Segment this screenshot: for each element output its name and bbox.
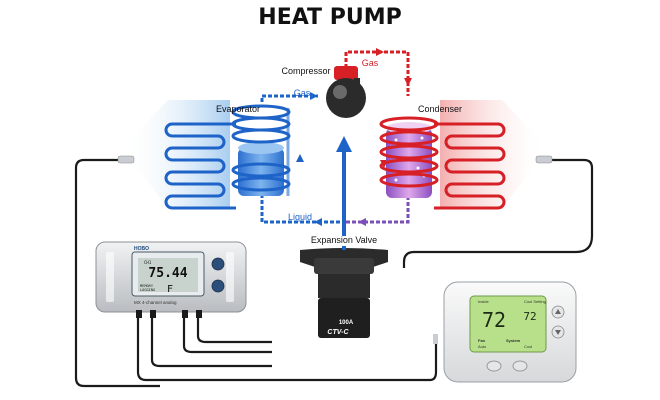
- condenser-unit: [379, 116, 439, 198]
- thermostat-inside-label: Inside: [478, 299, 489, 304]
- current-sensor-model: CTV-C: [327, 329, 349, 336]
- chevron-down-icon: [555, 330, 561, 335]
- thermostat-inside-temp: 72: [482, 308, 506, 332]
- condenser-label: Condenser: [418, 104, 462, 114]
- data-logger: CH1 75.44 F MEMORY LOGGING HOBO MX 4-cha…: [95, 241, 247, 318]
- compressor: [326, 66, 366, 118]
- hot-air-arrow: [440, 100, 548, 208]
- liquid-label: Liquid: [288, 212, 312, 222]
- evaporator-unit: [231, 104, 291, 196]
- thermostat-system-label: System: [506, 338, 521, 343]
- thermostat-fan-label: Fan: [478, 338, 486, 343]
- current-sensor: 100A CTV-C: [300, 246, 388, 338]
- logger-button-up[interactable]: [211, 257, 225, 271]
- logger-brand: HOBO: [134, 246, 149, 252]
- logger-model-text: MX 4-channel analog: [134, 300, 177, 305]
- gas-label-cold: Gas: [294, 88, 311, 98]
- thermostat-fan-button[interactable]: [486, 360, 502, 372]
- logger-button-down[interactable]: [211, 279, 225, 293]
- current-sensor-rating: 100A: [339, 320, 354, 326]
- evaporator-label: Evaporator: [216, 104, 260, 114]
- logger-logging-label: LOGGING: [140, 288, 155, 292]
- thermostat-set-temp: 72: [523, 310, 536, 323]
- right-temp-probe: [535, 155, 553, 164]
- diagram-title: HEAT PUMP: [258, 5, 401, 30]
- thermostat-system-button[interactable]: [512, 360, 528, 372]
- thermostat-fan-mode: Auto: [478, 344, 487, 349]
- thermostat-cool-label: Cool Setting: [524, 299, 546, 304]
- logger-display-unit: F: [167, 284, 173, 295]
- sensor-cables: [74, 158, 594, 388]
- expansion-valve-label: Expansion Valve: [311, 235, 377, 245]
- condenser-fin-coil: [434, 122, 506, 210]
- chevron-up-icon: [555, 309, 561, 314]
- cold-air-arrow: [122, 100, 230, 208]
- thermostat-system-mode: Cool: [524, 344, 532, 349]
- expansion-valve-arrow: [336, 136, 352, 236]
- logger-display-value: 75.44: [148, 266, 187, 281]
- gas-label-hot: Gas: [362, 58, 379, 68]
- logger-ch-label: CH1: [144, 260, 152, 265]
- compressor-label: Compressor: [281, 66, 330, 76]
- room-temp-probe: [433, 334, 438, 344]
- thermostat: Inside 72 Cool Setting 72 Fan Auto Syste…: [443, 281, 577, 383]
- evaporator-fin-coil: [164, 122, 236, 210]
- logger-memory-label: MEMORY: [140, 284, 154, 288]
- left-temp-probe: [117, 155, 135, 164]
